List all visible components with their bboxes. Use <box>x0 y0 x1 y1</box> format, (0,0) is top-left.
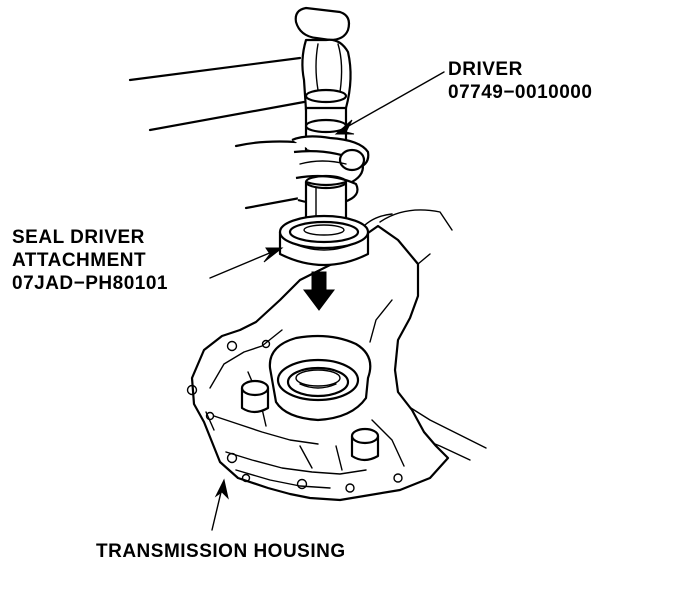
driver-label: DRIVER 07749−0010000 <box>448 58 592 104</box>
seal-driver-line2: ATTACHMENT <box>12 250 147 271</box>
leader-lines <box>209 71 445 531</box>
driver-name: DRIVER <box>448 59 523 80</box>
housing-name: TRANSMISSION HOUSING <box>96 541 346 562</box>
seal-driver-attachment <box>278 214 370 267</box>
technician-arms <box>128 56 306 210</box>
dowel-pin-right <box>350 427 380 462</box>
driver-part-number: 07749−0010000 <box>448 82 593 103</box>
dowel-pin-left <box>240 379 270 414</box>
transmission-housing-label: TRANSMISSION HOUSING <box>96 540 346 563</box>
seal-driver-line1: SEAL DRIVER <box>12 227 145 248</box>
transmission-housing <box>186 209 487 502</box>
seal-driver-attachment-label: SEAL DRIVER ATTACHMENT 07JAD−PH80101 <box>12 226 168 295</box>
seal-driver-part-number: 07JAD−PH80101 <box>12 273 168 294</box>
hammer <box>294 6 352 112</box>
hand-and-driver <box>291 106 370 236</box>
direction-arrow <box>303 271 335 311</box>
